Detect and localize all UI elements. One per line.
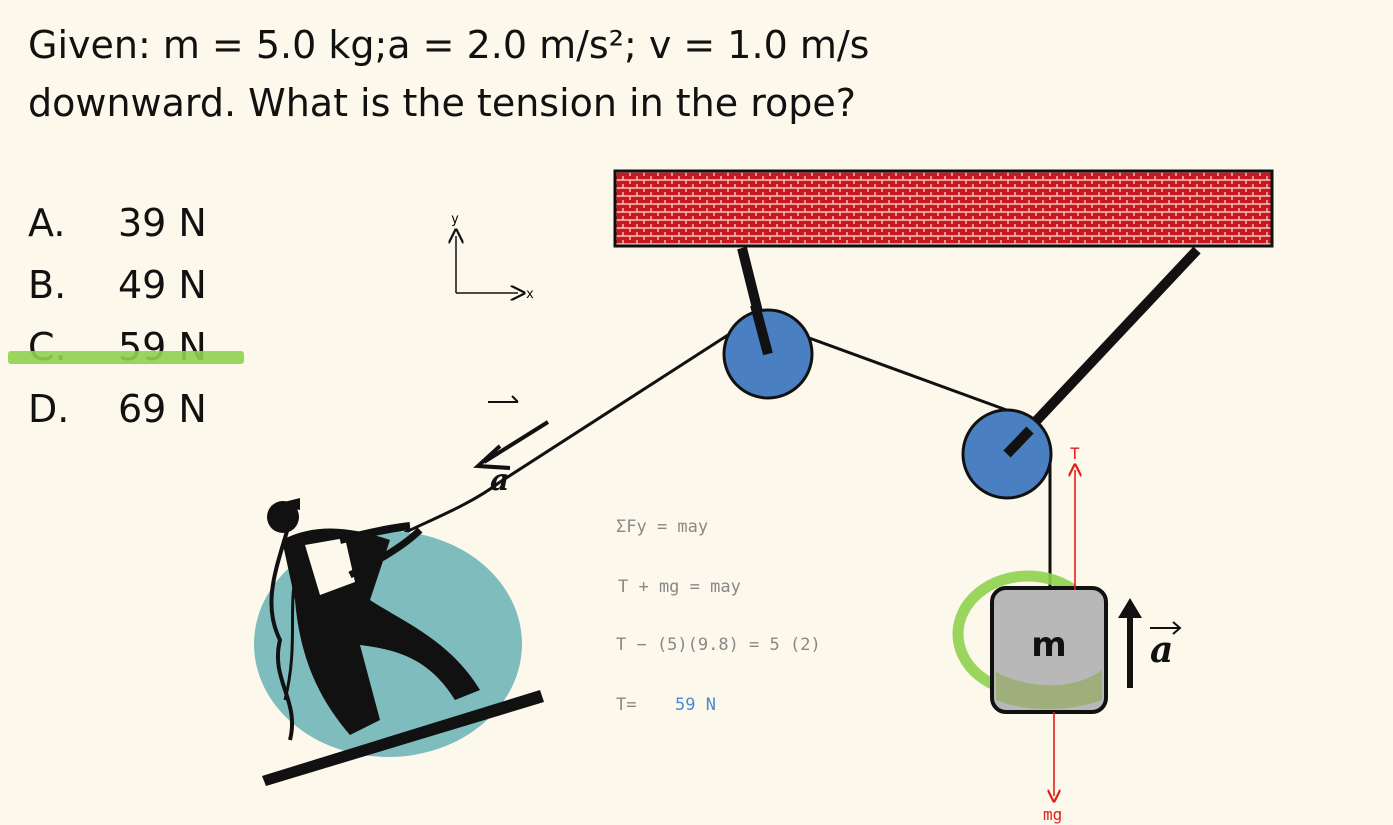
option-value: 69 N — [118, 387, 207, 431]
tension-label: T — [1070, 444, 1080, 463]
option-a[interactable]: A. 39 N — [28, 196, 207, 258]
answer-options: A. 39 N B. 49 N C.59 N D. 69 N — [8, 196, 244, 444]
person-pulling-icon — [254, 498, 544, 786]
weight-label: mg — [1043, 805, 1062, 824]
work-line-4-answer: 59 N — [675, 695, 716, 715]
block-accel-label: a — [1150, 629, 1173, 671]
handwritten-work: ΣFy = may T + mg = may T − (5)(9.8) = 5 … — [616, 517, 821, 715]
option-d[interactable]: D. 69 N — [28, 382, 207, 444]
rope — [399, 321, 1052, 588]
question-line-2: downward. What is the tension in the rop… — [28, 81, 856, 125]
ceiling-beam — [613, 169, 1274, 248]
work-line-1: ΣFy = may — [616, 517, 708, 537]
pull-accel-label: a — [490, 463, 509, 498]
block-label: m — [1031, 625, 1066, 665]
coordinate-axes: y x — [451, 212, 534, 302]
option-value: 39 N — [118, 201, 207, 245]
y-axis-label: y — [451, 212, 459, 227]
question-line-1: Given: m = 5.0 kg;a = 2.0 m/s²; v = 1.0 … — [28, 23, 870, 67]
block-acceleration-arrow: a — [1118, 598, 1182, 688]
option-c[interactable]: C.59 N — [8, 320, 244, 382]
option-letter: B. — [28, 263, 67, 307]
vector-mark-icon — [488, 395, 519, 403]
hanging-block — [990, 586, 1108, 714]
ground-plank — [262, 690, 544, 786]
option-letter: D. — [28, 387, 70, 431]
question-text: Given: m = 5.0 kg;a = 2.0 m/s²; v = 1.0 … — [28, 16, 1028, 132]
work-line-2: T + mg = may — [618, 577, 741, 597]
pulley-2-support — [1003, 246, 1201, 456]
option-value: 49 N — [118, 263, 207, 307]
option-b[interactable]: B. 49 N — [28, 258, 207, 320]
work-line-3: T − (5)(9.8) = 5 (2) — [616, 635, 821, 655]
answer-highlight-mark — [8, 351, 244, 364]
pull-acceleration-arrow: a — [473, 420, 550, 498]
x-axis-label: x — [526, 287, 534, 302]
option-letter: A. — [28, 201, 66, 245]
work-line-4-prefix: T= — [616, 695, 636, 715]
